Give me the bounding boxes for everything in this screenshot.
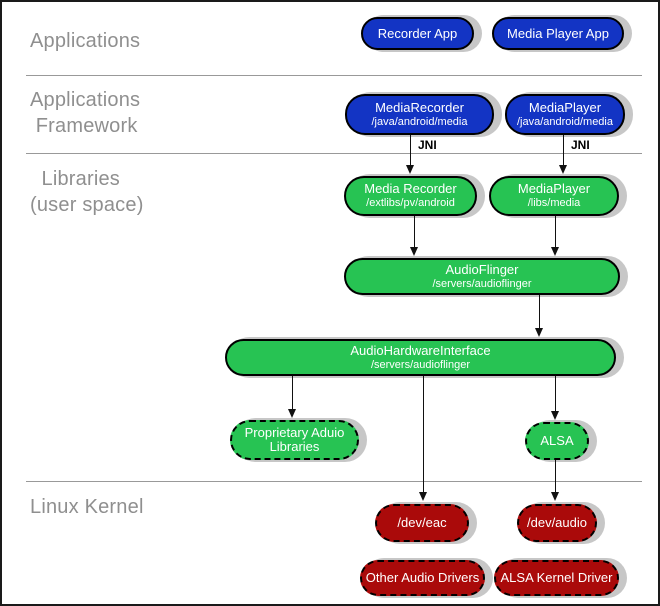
node-title: /dev/audio <box>527 515 587 531</box>
arrowhead-hw-to-alsa <box>551 411 559 420</box>
arrowhead-jni-left <box>406 165 414 174</box>
jni-label-right: JNI <box>571 138 590 152</box>
framework-label-line1: Applications <box>30 89 141 111</box>
node-media-player-app: Media Player App <box>492 17 624 50</box>
arrowhead-hw-to-dev-eac <box>419 492 427 501</box>
node-subtitle: /servers/audioflinger <box>370 358 471 371</box>
node-proprietary-audio-libraries: Proprietary Aduio Libraries <box>230 420 359 460</box>
separator-framework-libraries <box>26 153 642 154</box>
node-title: MediaRecorder <box>375 99 464 115</box>
node-mediaplayer-lib: MediaPlayer /libs/media <box>489 176 619 216</box>
node-title: ALSA <box>540 433 574 449</box>
node-subtitle: /servers/audioflinger <box>432 277 532 290</box>
node-alsa-kernel-driver: ALSA Kernel Driver <box>494 560 619 596</box>
node-alsa: ALSA <box>525 422 589 460</box>
arrow-line-hw-to-alsa <box>555 376 557 412</box>
node-subtitle: /java/android/media <box>516 115 613 128</box>
arrowhead-jni-right <box>559 165 567 174</box>
arrow-line-jni-right <box>563 135 565 166</box>
node-title: /dev/eac <box>397 515 447 531</box>
node-mediaplayer-framework: MediaPlayer /java/android/media <box>505 94 625 135</box>
arrowhead-hw-to-proprietary <box>288 409 296 418</box>
node-title: Recorder App <box>377 25 458 41</box>
arrow-line-recorder-to-audioflinger <box>414 216 416 248</box>
arrow-line-hw-to-dev-eac <box>423 376 425 493</box>
node-other-audio-drivers: Other Audio Drivers <box>360 560 485 596</box>
node-title: Media Player App <box>507 25 609 41</box>
section-label-linux-kernel: Linux Kernel <box>30 496 144 518</box>
section-label-applications: Applications <box>30 30 141 52</box>
framework-label-line2: Framework <box>30 115 138 137</box>
node-title: AudioFlinger <box>445 261 519 277</box>
arrow-line-player-to-audioflinger <box>555 216 557 248</box>
node-audiohardwareinterface: AudioHardwareInterface /servers/audiofli… <box>225 339 616 376</box>
arrow-line-jni-left <box>410 135 412 166</box>
node-title: MediaPlayer <box>528 99 602 115</box>
arrowhead-player-to-audioflinger <box>551 247 559 256</box>
node-subtitle: /libs/media <box>527 197 581 210</box>
jni-label-left: JNI <box>418 138 437 152</box>
separator-applications-framework <box>26 75 642 76</box>
libraries-label-line2: (user space) <box>30 194 144 216</box>
node-title: Other Audio Drivers <box>365 570 480 586</box>
section-label-libraries: Libraries (user space) <box>30 166 144 218</box>
libraries-label-line1: Libraries <box>30 168 121 190</box>
separator-libraries-kernel <box>26 481 642 482</box>
node-dev-audio: /dev/audio <box>517 504 597 542</box>
node-title: AudioHardwareInterface <box>350 342 491 358</box>
arrowhead-recorder-to-audioflinger <box>410 247 418 256</box>
node-audioflinger: AudioFlinger /servers/audioflinger <box>344 258 620 295</box>
arrowhead-alsa-to-dev-audio <box>551 492 559 501</box>
node-subtitle: /java/android/media <box>371 115 468 128</box>
section-label-applications-framework: Applications Framework <box>30 87 140 139</box>
node-title: Media Recorder <box>364 181 457 197</box>
node-mediarecorder-framework: MediaRecorder /java/android/media <box>345 94 494 135</box>
node-title: ALSA Kernel Driver <box>500 570 613 586</box>
node-subtitle: /extlibs/pv/android <box>366 197 455 210</box>
arrow-line-alsa-to-dev-audio <box>555 460 557 493</box>
arrow-line-audioflinger-to-hwinterface <box>539 295 541 329</box>
arrowhead-audioflinger-to-hwinterface <box>535 328 543 337</box>
node-title: Proprietary Aduio <box>244 425 345 441</box>
arrow-line-hw-to-proprietary <box>292 376 294 410</box>
node-title: MediaPlayer <box>517 181 591 197</box>
node-media-recorder-lib: Media Recorder /extlibs/pv/android <box>344 176 477 216</box>
node-recorder-app: Recorder App <box>361 17 474 50</box>
node-title-line2: Libraries <box>269 439 320 454</box>
node-dev-eac: /dev/eac <box>375 504 469 542</box>
